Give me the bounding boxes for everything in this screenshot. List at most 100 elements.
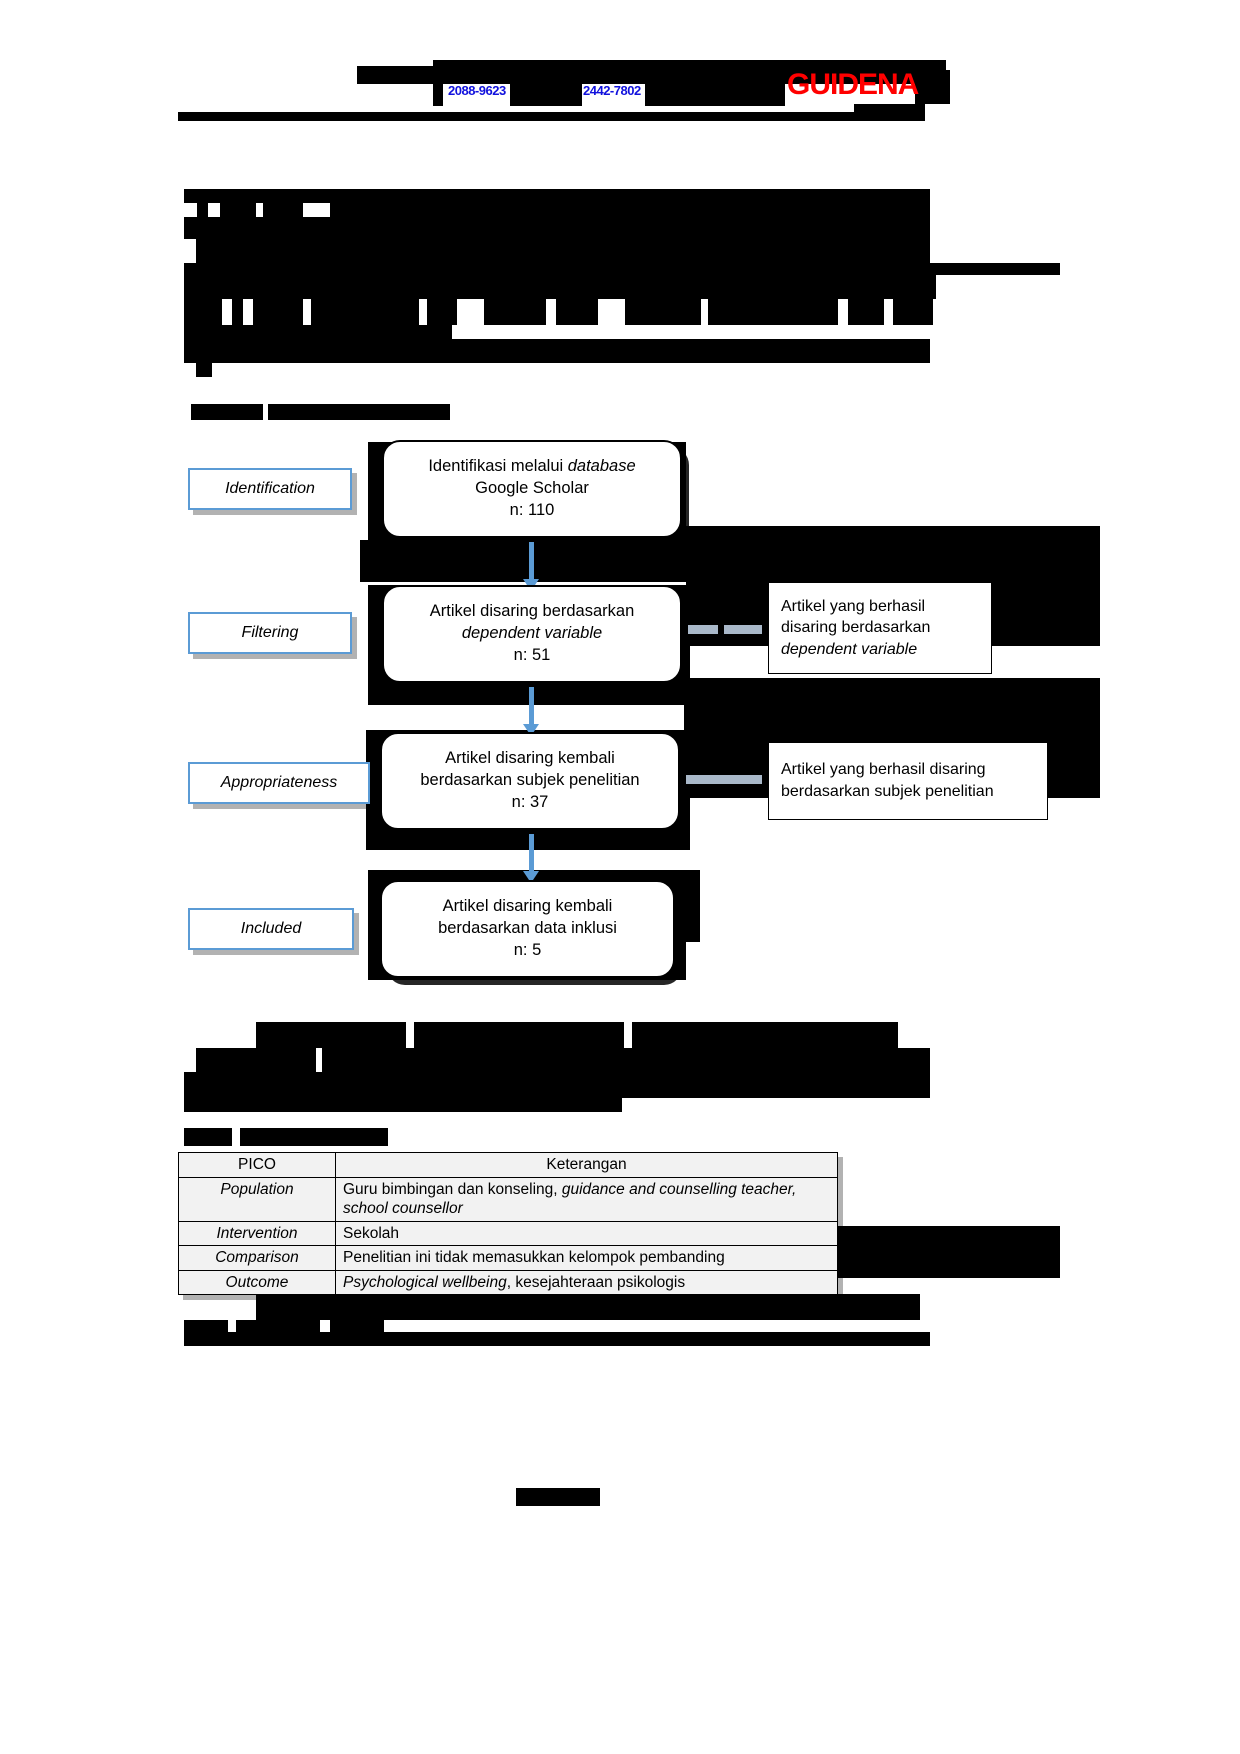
flow-side-arrow-1b [724, 625, 762, 634]
flow-box-line-1: Identifikasi melalui database [428, 456, 635, 478]
flow-bg-redact-8 [686, 870, 700, 942]
body-line-6b [232, 299, 243, 325]
table-side-redaction [838, 1226, 1060, 1278]
flow-box-line-2: berdasarkan data inklusi [438, 919, 617, 938]
mid-block-4 [196, 1048, 316, 1072]
table-row: Comparison Penelitian ini tidak memasukk… [178, 1245, 838, 1271]
prisma-flowchart: Identification Identifikasi melalui data… [0, 430, 1240, 1000]
body-line-1c [263, 203, 303, 217]
flow-side-box-appropriateness: Artikel yang berhasil disaring berdasark… [768, 742, 1048, 820]
body-line-1b [220, 203, 256, 217]
flow-box-line-1: Artikel disaring berdasarkan [429, 602, 635, 621]
body-line-2 [184, 217, 930, 239]
side-box-line-3: dependent variable [781, 640, 918, 658]
pico-table-wrapper: PICO Keterangan Population Guru bimbinga… [178, 1152, 838, 1296]
stage-label-text: Filtering [241, 624, 299, 641]
side-box-line-1: Artikel yang berhasil disaring [781, 761, 986, 779]
flow-box-count: n: 51 [513, 645, 551, 664]
figure-caption-redaction-2 [268, 404, 450, 420]
flow-box-line-1: Artikel disaring kembali [445, 749, 615, 768]
pico-key-outcome: Outcome [178, 1269, 336, 1296]
mid-block-5 [322, 1048, 930, 1072]
table-caption-redaction-1 [184, 1128, 232, 1146]
mid-block-2 [414, 1022, 624, 1048]
body-line-1a [197, 203, 208, 217]
flow-bg-redact-3 [360, 540, 690, 582]
body-line-6i [708, 299, 838, 325]
header-redaction-1 [357, 66, 433, 84]
stage-label-text: Appropriateness [220, 774, 338, 791]
stage-label-text: Identification [225, 480, 315, 497]
journal-logo: GUIDENA [787, 68, 919, 101]
flow-box-count: n: 5 [513, 940, 542, 959]
flow-box-line-2: dependent variable [461, 624, 603, 643]
flow-side-box-filtering: Artikel yang berhasil disaring berdasark… [768, 582, 992, 674]
header-redaction-6 [915, 70, 950, 104]
table-row: Intervention Sekolah [178, 1220, 838, 1247]
figure-caption-redaction [191, 404, 263, 420]
header-redaction-4 [510, 84, 582, 106]
stage-label-included: Included [188, 908, 354, 950]
flow-box-line-1-plain: Identifikasi melalui [428, 457, 568, 476]
pico-value-outcome: Psychological wellbeing, kesejahteraan p… [335, 1269, 838, 1296]
body-line-6c [253, 299, 303, 325]
flow-arrow-3 [523, 834, 539, 883]
body-line-9 [196, 363, 212, 377]
flow-box-appropriateness: Artikel disaring kembali berdasarkan sub… [380, 732, 680, 830]
flow-box-count: n: 110 [509, 500, 555, 519]
flow-arrow-1 [523, 542, 539, 591]
flow-box-line-1: Artikel disaring kembali [442, 897, 613, 916]
pico-value-intervention: Sekolah [335, 1220, 838, 1247]
mid-block-3 [632, 1022, 898, 1048]
side-box-line-1: Artikel yang berhasil [781, 597, 926, 615]
body-line-4 [184, 263, 936, 299]
footer-block-1 [256, 1294, 920, 1320]
flow-box-line-2: Google Scholar [475, 479, 589, 498]
page-number-redaction [516, 1488, 600, 1506]
pico-value-italic: guidance and counselling teacher, school… [343, 1180, 797, 1218]
stage-label-filtering: Filtering [188, 612, 352, 654]
header-redaction-3 [433, 84, 443, 106]
pico-value-comparison: Penelitian ini tidak memasukkan kelompok… [335, 1245, 838, 1271]
flow-side-arrow-2 [686, 775, 762, 784]
body-block-1 [184, 189, 930, 203]
pico-table: PICO Keterangan Population Guru bimbinga… [178, 1152, 838, 1296]
body-line-7 [184, 325, 452, 339]
pico-value-population: Guru bimbingan dan konseling, guidance a… [335, 1176, 838, 1222]
mid-block-1 [256, 1022, 406, 1048]
flow-arrow-2 [523, 687, 539, 736]
side-box-line-2: disaring berdasarkan [781, 619, 931, 637]
pico-header-value: Keterangan [335, 1152, 838, 1178]
pico-header-row: PICO Keterangan [178, 1152, 838, 1178]
stage-label-identification: Identification [188, 468, 352, 510]
table-caption-redaction-2 [240, 1128, 388, 1146]
header-redaction-2 [433, 60, 946, 84]
header-rule-2 [854, 104, 925, 121]
side-box-line-2: berdasarkan subjek penelitian [781, 783, 994, 800]
body-line-3 [196, 239, 930, 263]
stage-label-text: Included [240, 920, 302, 937]
body-line-6 [184, 299, 222, 325]
pico-header-key: PICO [178, 1152, 336, 1178]
flow-box-line-2: berdasarkan subjek penelitian [420, 771, 640, 790]
table-row: Outcome Psychological wellbeing, kesejah… [178, 1269, 838, 1296]
pico-key-intervention: Intervention [178, 1220, 336, 1247]
body-line-6j [848, 299, 884, 325]
flow-box-filtering: Artikel disaring berdasarkan dependent v… [382, 585, 682, 683]
body-line-6k [893, 299, 933, 325]
body-line-6e [427, 299, 457, 325]
mid-block-6 [184, 1072, 930, 1098]
flow-box-count: n: 37 [511, 792, 549, 811]
stage-label-appropriateness: Appropriateness [188, 762, 370, 804]
header-rule [178, 112, 854, 121]
pico-value-plain: , kesejahteraan psikologis [506, 1273, 686, 1291]
header-redaction-5 [645, 84, 785, 106]
issn-left: 2088-9623 [448, 83, 506, 98]
flow-box-line-1-italic: database [567, 457, 636, 476]
pico-value-italic: Psychological wellbeing [343, 1273, 507, 1291]
body-line-6f [484, 299, 546, 325]
body-line-1d [330, 203, 930, 217]
footer-block-5 [184, 1332, 930, 1346]
body-line-8 [184, 339, 930, 363]
